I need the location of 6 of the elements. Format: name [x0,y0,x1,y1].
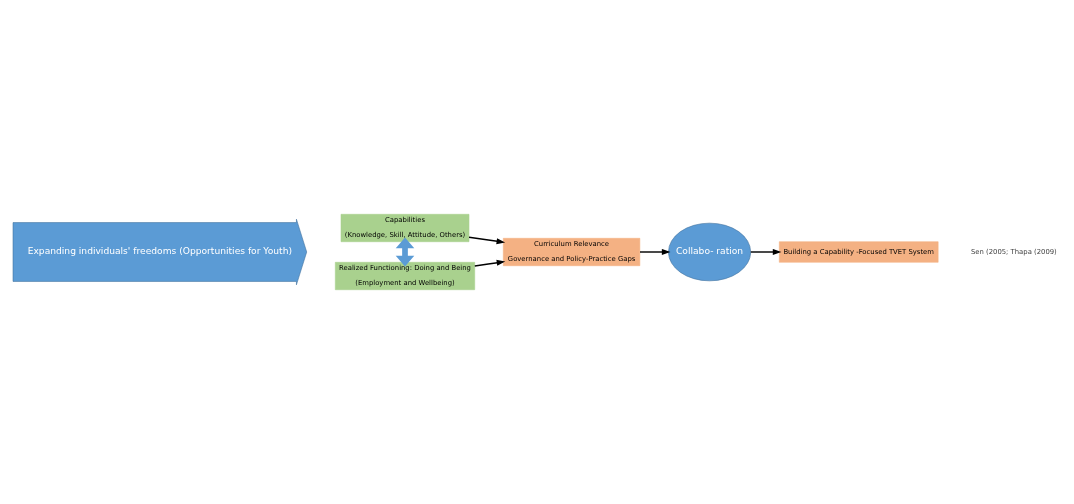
arrow [395,237,415,267]
arrow [474,259,506,267]
arrow [468,236,506,245]
node-ellipse: Collabo- ration [668,222,751,282]
arrow [750,249,782,255]
arrow [639,249,671,255]
